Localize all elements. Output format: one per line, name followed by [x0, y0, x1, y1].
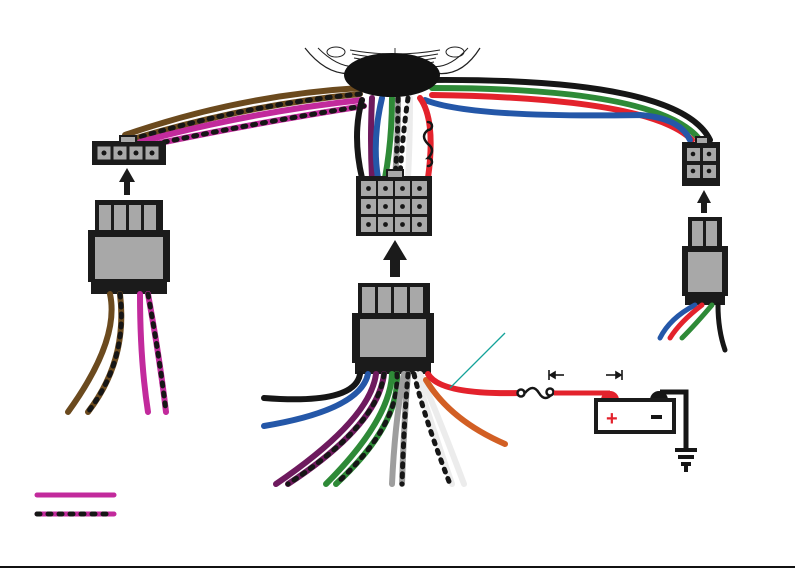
pin-hole — [366, 186, 371, 191]
arrow-up-icon — [383, 240, 407, 277]
left-4pin-socket[interactable] — [92, 135, 166, 165]
left-4pin-plug[interactable] — [88, 200, 170, 294]
pin-hole — [417, 222, 422, 227]
right-4pin-socket[interactable] — [682, 136, 720, 186]
center-plug-wires — [261, 371, 523, 487]
center-12pin-socket[interactable] — [356, 169, 432, 236]
pin-hole — [417, 204, 422, 209]
pin-hole — [400, 222, 405, 227]
leader-line — [449, 332, 506, 389]
battery-icon[interactable]: + — [594, 391, 676, 434]
center-12pin-plug[interactable] — [352, 283, 434, 374]
pin-hole — [383, 222, 388, 227]
pin-hole — [400, 204, 405, 209]
left-plug-wires — [65, 291, 169, 415]
pin-hole — [417, 186, 422, 191]
pin-hole — [383, 204, 388, 209]
pin-hole — [366, 222, 371, 227]
pin-hole — [383, 186, 388, 191]
device-base — [344, 53, 440, 97]
right-harness-wires — [422, 76, 713, 143]
wire-legend — [34, 492, 117, 517]
arrow-up-icon — [697, 190, 711, 213]
bottom-rule — [0, 566, 795, 568]
right-4pin-plug[interactable] — [682, 217, 728, 305]
battery-negative-icon — [651, 415, 662, 419]
inline-fuse-icon — [516, 386, 555, 400]
inline-fuse-icon — [422, 120, 434, 168]
right-plug-wires — [657, 302, 728, 353]
center-harness-wires — [354, 95, 434, 181]
pin-hole — [400, 186, 405, 191]
pin-hole — [366, 204, 371, 209]
measure-arrows — [548, 370, 623, 380]
battery-positive-label: + — [606, 408, 618, 430]
left-harness-wires — [122, 85, 367, 148]
ground-icon — [675, 448, 697, 472]
arrow-up-icon — [119, 168, 135, 195]
